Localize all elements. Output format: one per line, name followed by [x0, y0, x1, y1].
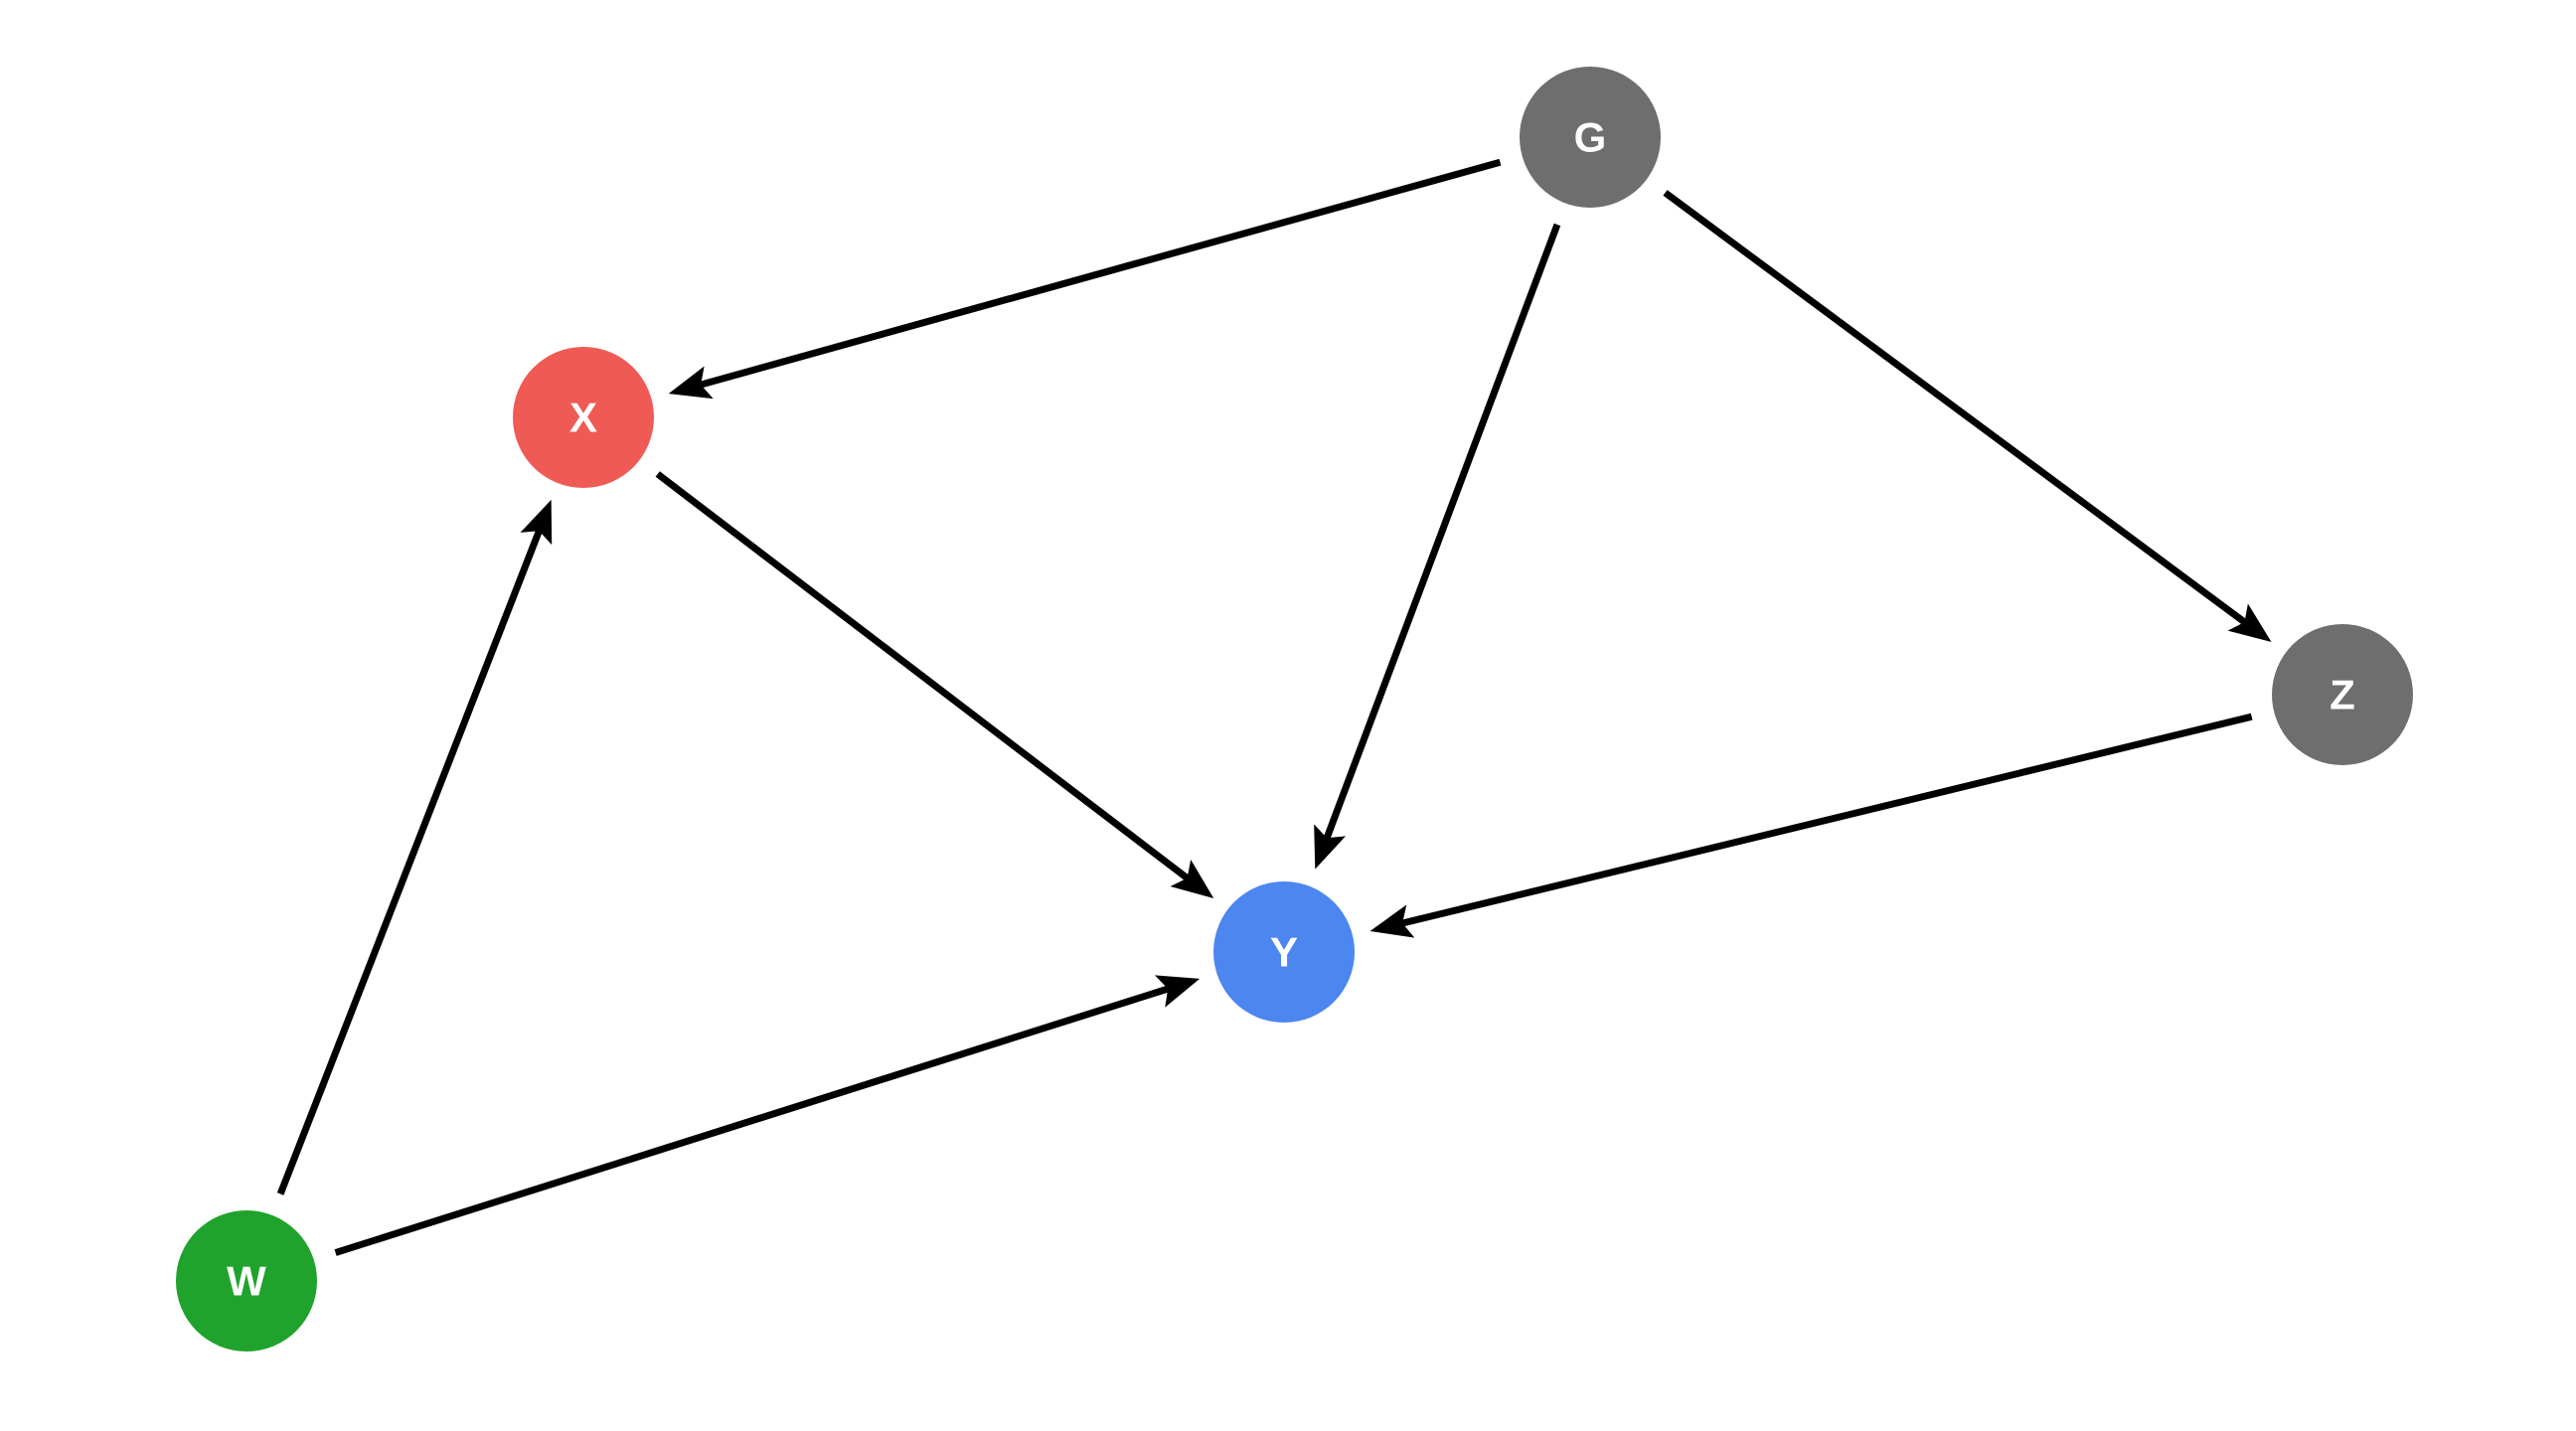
edge-G-Y	[1320, 223, 1561, 850]
edge-W-Y	[334, 982, 1180, 1256]
node-W[interactable]	[176, 1210, 317, 1352]
arrowhead-G-Y	[1314, 824, 1346, 870]
arrowhead-X-Y	[1170, 860, 1214, 899]
edge-G-Z	[1663, 190, 2256, 632]
node-Y[interactable]	[1213, 881, 1355, 1023]
arrowhead-Z-Y	[1369, 904, 1415, 938]
node-Z[interactable]	[2272, 624, 2413, 765]
edge-G-X	[690, 158, 1502, 392]
arrowhead-G-X	[668, 366, 714, 399]
edge-X-Y	[655, 471, 1199, 887]
node-X[interactable]	[513, 347, 654, 488]
arrowhead-W-Y	[1154, 975, 1201, 1008]
node-G[interactable]	[1520, 67, 1661, 208]
edge-Z-Y	[1391, 713, 2253, 929]
arrowhead-G-Z	[2227, 603, 2272, 643]
arrowhead-W-X	[520, 499, 553, 546]
edge-W-X	[276, 520, 547, 1195]
